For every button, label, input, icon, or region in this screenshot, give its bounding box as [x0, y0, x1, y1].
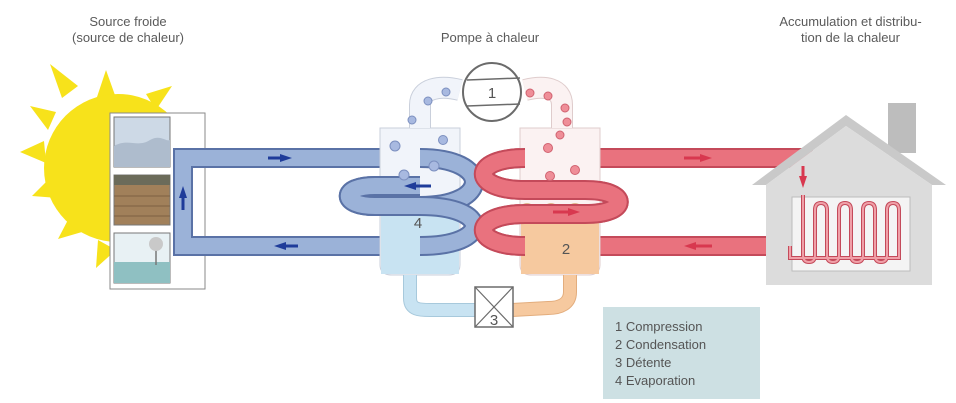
arrow-left-icon [404, 182, 416, 190]
expansion-pipes [403, 275, 577, 317]
legend-box: 1 Compression 2 Condensation 3 Détente 4… [603, 307, 760, 399]
arrow-shaft [684, 156, 701, 160]
expansion-valve-icon: 3 [474, 286, 514, 329]
arrow-left-icon [684, 242, 696, 250]
arrow-shaft [553, 210, 569, 214]
expansion-valve-number: 3 [490, 312, 498, 329]
legend-item-detente: 3 Détente [615, 355, 672, 370]
cold-source-label: Source froide(source de chaleur) [72, 14, 184, 45]
condenser-vessel [474, 127, 629, 276]
hot-flow-arrows [553, 154, 807, 250]
arrow-shaft [695, 244, 712, 248]
heat-pump-label: Pompe à chaleur [440, 30, 540, 45]
legend-item-evaporation: 4 Evaporation [615, 373, 696, 388]
arrow-right-icon [280, 154, 292, 162]
legend-item-condensation: 2 Condensation [615, 337, 707, 352]
arrow-shaft [415, 184, 431, 188]
cold-flow-arrows [179, 154, 431, 250]
house-icon [752, 103, 946, 285]
arrow-shaft [801, 166, 805, 177]
evaporator-number: 4 [414, 215, 422, 232]
legend-item-compression: 1 Compression [615, 319, 703, 334]
arrow-right-icon [568, 208, 580, 216]
arrow-right-icon [700, 154, 712, 162]
compressor-number: 1 [488, 85, 496, 102]
condenser-number: 2 [562, 241, 570, 258]
compressor-pipes [407, 76, 573, 128]
arrow-shaft [285, 244, 298, 248]
arrow-shaft [181, 197, 185, 210]
heat-distribution-label: Accumulation et distribu-tion de la chal… [779, 14, 922, 45]
arrow-down-icon [799, 176, 807, 188]
compressor-icon: 1 [462, 62, 522, 122]
evaporator-vessel [338, 127, 484, 276]
arrow-shaft [268, 156, 281, 160]
arrow-left-icon [274, 242, 286, 250]
arrow-up-icon [179, 186, 187, 198]
